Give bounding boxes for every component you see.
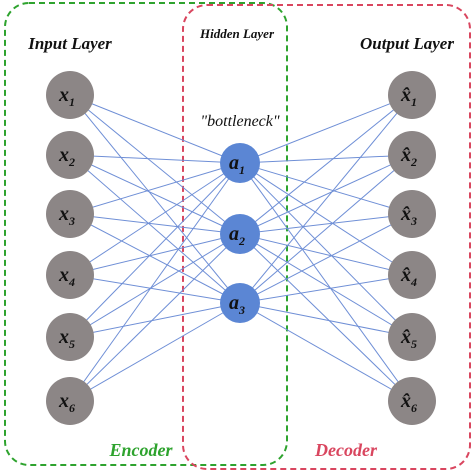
- encoder-connection: [69, 162, 241, 402]
- hidden-layer-heading: Hidden Layer: [199, 26, 275, 41]
- encoder-region: [4, 2, 288, 466]
- input-node-circle: [46, 377, 94, 425]
- decoder-connection: [239, 162, 413, 276]
- encoder-connection: [69, 233, 241, 402]
- input-node-label: x6: [58, 390, 75, 415]
- hidden-node-circle: [220, 214, 260, 254]
- decoder-connection: [239, 233, 413, 338]
- decoder-connection: [239, 233, 413, 276]
- hidden-node-3: a3: [220, 283, 260, 323]
- input-node-label: x3: [58, 203, 75, 228]
- output-node-4: x̂4: [388, 251, 436, 299]
- output-layer-heading: Output Layer: [360, 34, 454, 53]
- decoder-connection: [239, 162, 413, 338]
- decoder-connection: [239, 233, 413, 402]
- hidden-node-label: a1: [229, 152, 245, 177]
- input-node-label: x4: [58, 264, 75, 289]
- decoder-region: [182, 4, 471, 470]
- decoder-connection: [239, 94, 413, 304]
- decoder-connection: [239, 154, 413, 304]
- encoder-connection: [69, 94, 241, 235]
- output-node-circle: [388, 131, 436, 179]
- input-node-3: x3: [46, 190, 94, 238]
- encoder-connection: [69, 154, 241, 304]
- encoder-connection: [69, 274, 241, 304]
- decoder-connection: [239, 154, 413, 164]
- decoder-connection: [239, 94, 413, 164]
- encoder-connection: [69, 302, 241, 402]
- hidden-node-2: a2: [220, 214, 260, 254]
- output-node-circle: [388, 313, 436, 361]
- output-node-label: x̂2: [400, 144, 417, 169]
- hidden-node-label: a3: [229, 292, 245, 317]
- decoder-connection: [239, 213, 413, 304]
- input-node-circle: [46, 251, 94, 299]
- input-node-6: x6: [46, 377, 94, 425]
- decoder-connection: [239, 162, 413, 215]
- decoder-connection: [239, 302, 413, 402]
- input-node-circle: [46, 313, 94, 361]
- input-node-circle: [46, 131, 94, 179]
- encoder-connection: [69, 213, 241, 235]
- encoder-connection: [69, 162, 241, 215]
- encoder-connection: [69, 154, 241, 164]
- output-node-label: x̂6: [400, 390, 417, 415]
- decoder-connection: [239, 94, 413, 235]
- input-node-circle: [46, 71, 94, 119]
- output-node-3: x̂3: [388, 190, 436, 238]
- output-node-label: x̂4: [400, 264, 417, 289]
- decoder-connection: [239, 162, 413, 402]
- input-node-circle: [46, 190, 94, 238]
- decoder-connection: [239, 302, 413, 338]
- encoder-connection: [69, 94, 241, 304]
- encoder-connection: [69, 162, 241, 276]
- output-node-circle: [388, 251, 436, 299]
- input-node-2: x2: [46, 131, 94, 179]
- output-node-2: x̂2: [388, 131, 436, 179]
- encoder-connection: [69, 162, 241, 338]
- input-layer-heading: Input Layer: [27, 34, 112, 53]
- output-node-label: x̂1: [400, 84, 417, 109]
- hidden-node-1: a1: [220, 143, 260, 183]
- input-node-label: x1: [58, 84, 75, 109]
- encoder-connection: [69, 94, 241, 164]
- decoder-label: Decoder: [314, 440, 378, 460]
- input-node-5: x5: [46, 313, 94, 361]
- output-node-5: x̂5: [388, 313, 436, 361]
- input-node-label: x5: [58, 326, 75, 351]
- output-node-label: x̂3: [400, 203, 417, 228]
- encoder-connection: [69, 154, 241, 235]
- connections: [69, 94, 413, 402]
- output-node-circle: [388, 190, 436, 238]
- input-node-label: x2: [58, 144, 75, 169]
- output-node-circle: [388, 71, 436, 119]
- hidden-node-label: a2: [229, 223, 245, 248]
- output-node-label: x̂5: [400, 326, 417, 351]
- hidden-node-circle: [220, 283, 260, 323]
- input-node-4: x4: [46, 251, 94, 299]
- output-node-6: x̂6: [388, 377, 436, 425]
- output-node-1: x̂1: [388, 71, 436, 119]
- nodes: x1 x2 x3 x4 x5 x6 a1 a2 a3 x̂1 x̂2 x̂3 x̂4 x̂5 x̂6: [46, 71, 436, 425]
- encoder-connection: [69, 213, 241, 304]
- encoder-connection: [69, 302, 241, 338]
- encoder-connection: [69, 233, 241, 276]
- bottleneck-label: "bottleneck": [200, 113, 279, 130]
- hidden-node-circle: [220, 143, 260, 183]
- input-node-1: x1: [46, 71, 94, 119]
- decoder-connection: [239, 154, 413, 235]
- encoder-label: Encoder: [109, 440, 174, 460]
- decoder-connection: [239, 213, 413, 235]
- output-node-circle: [388, 377, 436, 425]
- decoder-connection: [239, 274, 413, 304]
- encoder-connection: [69, 233, 241, 338]
